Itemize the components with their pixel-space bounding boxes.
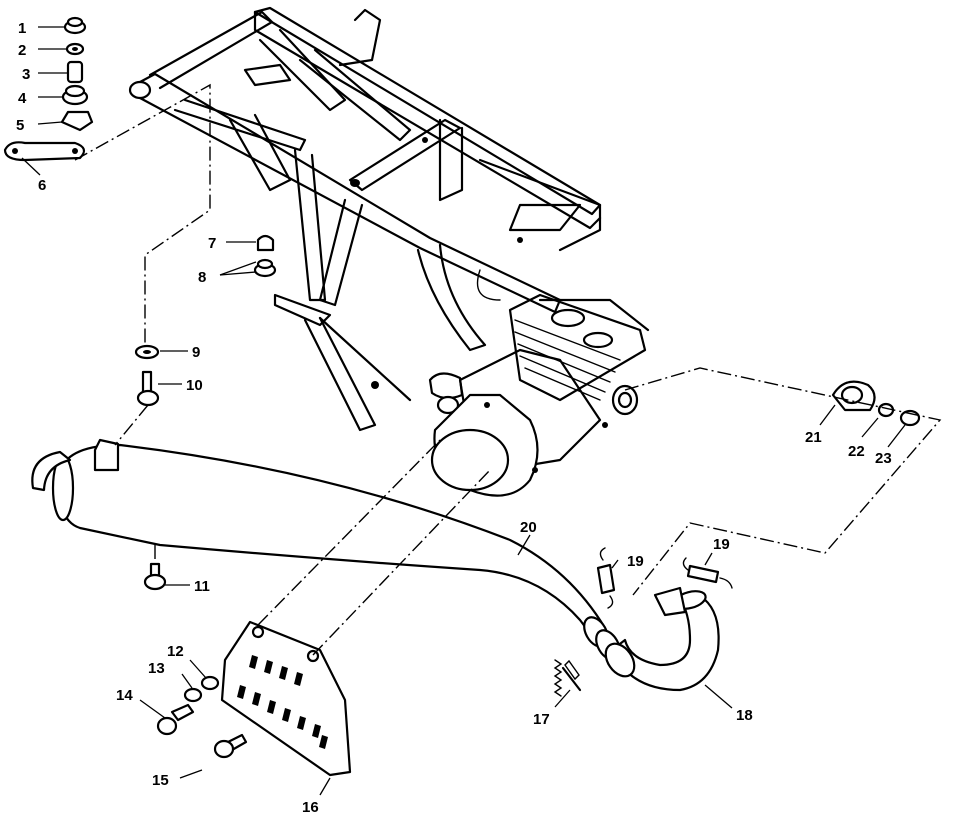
callout-8: 8 bbox=[198, 269, 206, 286]
callout-20: 20 bbox=[520, 519, 537, 536]
callout-21: 21 bbox=[805, 429, 822, 446]
hardware bbox=[3, 16, 921, 759]
callout-7: 7 bbox=[208, 235, 216, 252]
muffler bbox=[31, 438, 621, 661]
callout-19-left: 19 bbox=[627, 553, 644, 570]
engine bbox=[428, 293, 650, 497]
callout-17: 17 bbox=[533, 711, 550, 728]
callout-labels: 1 2 3 4 5 6 7 8 9 10 11 12 13 14 15 16 1… bbox=[16, 20, 892, 815]
callout-16: 16 bbox=[302, 799, 319, 815]
callout-15: 15 bbox=[152, 772, 169, 789]
callout-14: 14 bbox=[116, 687, 133, 704]
callout-3: 3 bbox=[22, 66, 30, 83]
callout-2: 2 bbox=[18, 42, 26, 59]
callout-13: 13 bbox=[148, 660, 165, 677]
callout-23: 23 bbox=[875, 450, 892, 467]
heat-shield bbox=[220, 620, 352, 777]
frame bbox=[128, 6, 602, 432]
callout-19-right: 19 bbox=[713, 536, 730, 553]
callout-10: 10 bbox=[186, 377, 203, 394]
callout-12: 12 bbox=[167, 643, 184, 660]
callout-18: 18 bbox=[736, 707, 753, 724]
callout-5: 5 bbox=[16, 117, 24, 134]
leader-lines bbox=[21, 26, 906, 796]
callout-22: 22 bbox=[848, 443, 865, 460]
head-pipe bbox=[604, 586, 720, 692]
alignment-lines bbox=[74, 83, 942, 656]
callout-11: 11 bbox=[194, 578, 210, 595]
callout-6: 6 bbox=[38, 177, 46, 194]
callout-9: 9 bbox=[192, 344, 200, 361]
callout-1: 1 bbox=[18, 20, 26, 37]
callout-4: 4 bbox=[18, 90, 27, 107]
